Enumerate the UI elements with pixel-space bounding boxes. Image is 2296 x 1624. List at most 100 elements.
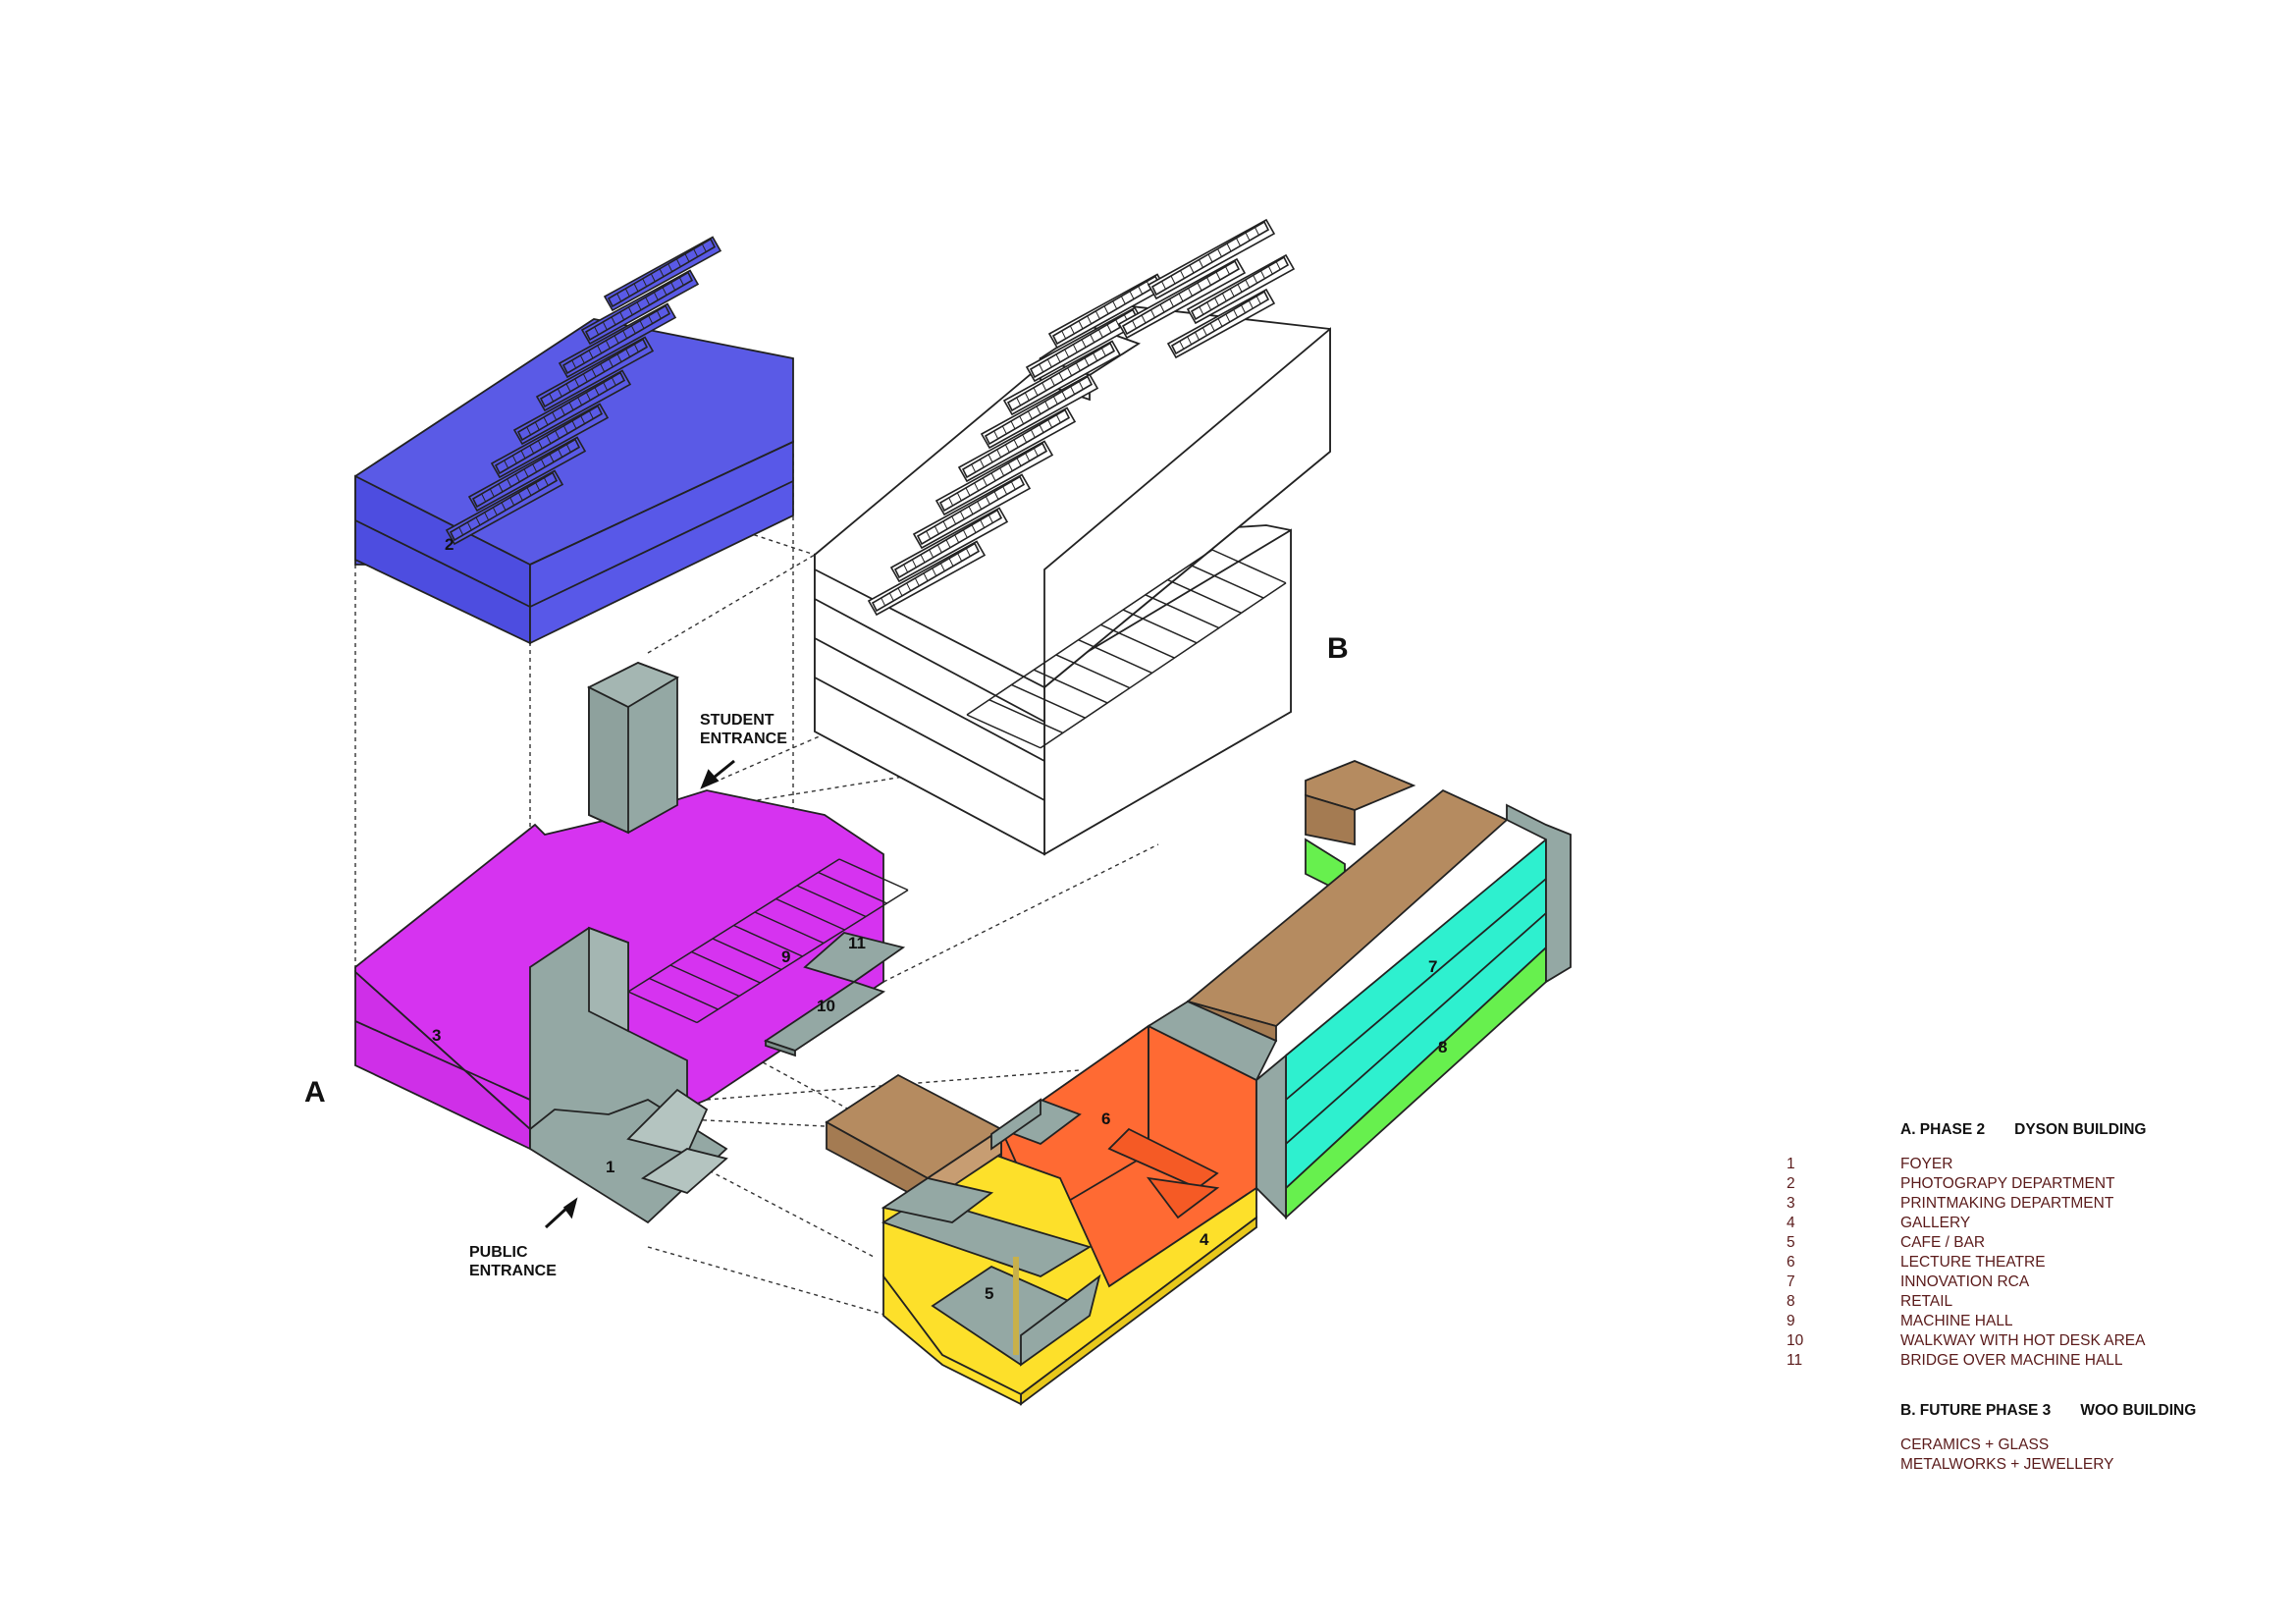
photography-skylight-mullion <box>511 455 517 464</box>
legend-item-number: 4 <box>1787 1215 1795 1231</box>
legend-item-label: RETAIL <box>1900 1293 1953 1310</box>
photography-skylight-mullion <box>701 244 707 252</box>
photography-skylight-mullion <box>577 397 583 406</box>
zone-3-label: 3 <box>432 1026 441 1045</box>
building-b-skylight-mullion <box>1067 367 1073 376</box>
photography-skylight-mullion <box>659 268 665 277</box>
legend-item-number: 11 <box>1787 1352 1803 1369</box>
theatre-grey-column <box>999 1000 1287 1220</box>
building-b-skylight-mullion <box>888 592 894 602</box>
building-b-skylight-mullion <box>1033 387 1039 397</box>
building-b-skylight-mullion <box>1237 284 1243 293</box>
machine-hall-stair-tread <box>775 897 845 931</box>
building-b-skylight-mullion <box>1275 261 1281 270</box>
building-b-skylight-mullion <box>1010 420 1016 430</box>
zone-10-label: 10 <box>817 997 835 1015</box>
building-b-skylight-mullion <box>1004 444 1010 454</box>
building-b-skylight-mullion <box>1214 298 1219 306</box>
photography-skylight-mullion <box>656 310 662 319</box>
building-b-skylight-mullion <box>1150 309 1155 318</box>
building-b-skylight-mullion <box>1075 362 1081 371</box>
innovation-spine <box>1506 803 1572 984</box>
photography-skylight-mullion <box>645 297 651 305</box>
building-b-stair-stringer <box>1040 582 1287 749</box>
building-b-skylight-mullion <box>1255 296 1261 304</box>
building-b-skylight-mullion <box>1217 318 1223 327</box>
building-b-skylight-mullion <box>1226 243 1232 252</box>
photography-skylight-mullion <box>670 282 676 291</box>
building-b-skylight-mullion <box>1225 313 1231 323</box>
photography-skylight-mullion <box>523 468 529 477</box>
legend-item-number: 3 <box>1787 1195 1795 1212</box>
legend-phase-a-name: DYSON BUILDING <box>2014 1121 2147 1138</box>
building-b-skylight-mullion <box>1095 310 1100 320</box>
building-b-skylight-mullion <box>1041 382 1047 392</box>
building-b-skylight-mullion <box>1055 414 1061 423</box>
building-b-skylight-mullion <box>932 568 937 576</box>
photography-skylight-mullion <box>514 473 520 483</box>
zone-2-label: 2 <box>445 535 454 554</box>
building-b-skylight-mullion <box>936 544 942 554</box>
machine-hall-stair-tread <box>649 977 719 1010</box>
building-b-skylight-mullion <box>1248 299 1254 309</box>
legend-item-label: PHOTOGRAPY DEPARTMENT <box>1900 1175 2115 1192</box>
photography-skylight-mullion <box>565 444 571 453</box>
photography-skylight-mullion <box>594 387 600 396</box>
photography-skylight-mullion <box>625 349 631 357</box>
building-b-skylight-mullion <box>1199 259 1203 268</box>
building-a-label: A <box>304 1076 326 1109</box>
building-b-skylight-mullion <box>1044 401 1050 409</box>
legend-item-label: GALLERY <box>1900 1215 1971 1231</box>
legend-item-number: 9 <box>1787 1313 1795 1329</box>
photography-skylight-mullion <box>622 330 628 339</box>
building-b-skylight-mullion <box>1159 303 1165 313</box>
building-b-skylight-mullion <box>971 463 977 473</box>
building-b-skylight-mullion <box>914 577 920 587</box>
building-b-skylight-mullion <box>1103 305 1109 314</box>
photography-skylight-mullion <box>588 350 594 359</box>
building-b-skylight-mullion <box>1036 406 1041 414</box>
building-b-skylight-mullion <box>980 519 986 528</box>
photography-skylight-mullion <box>594 326 600 336</box>
building-b-skylight-mullion <box>1055 353 1061 363</box>
legend-item-label: BRIDGE OVER MACHINE HALL <box>1900 1352 2123 1369</box>
building-b-skylight-mullion <box>1022 434 1028 443</box>
building-b-skylights <box>867 218 1296 617</box>
building-b-stair <box>966 549 1287 749</box>
building-b-skylight-mullion <box>1039 424 1044 433</box>
legend-phase-b-title: B. FUTURE PHASE 3 <box>1900 1402 2052 1419</box>
building-b-skylight-mullion <box>1170 275 1176 285</box>
bridge-11 <box>803 932 906 983</box>
zone-1-label: 1 <box>606 1158 614 1176</box>
photography-skylight-mullion <box>571 359 577 369</box>
building-b-skylight-mullion <box>939 563 945 571</box>
photography-skylight-mullion <box>605 340 611 350</box>
building-b-skylight-mullion <box>1064 349 1070 358</box>
building-b-skylight-mullion <box>1120 296 1126 304</box>
building-b-skylight-mullion <box>959 511 965 520</box>
zone-9-label: 9 <box>781 947 790 966</box>
photography-skylight-mullion <box>555 430 561 439</box>
photography-skylight-mullion <box>591 368 597 377</box>
building-b-skylight-mullion <box>1138 286 1144 295</box>
photography-skylight-mullion <box>537 440 543 450</box>
building-b-skylight-mullion <box>1206 277 1211 286</box>
photography-skylight-mullion <box>619 311 625 321</box>
building-b-skylight-mullion <box>1047 419 1053 428</box>
building-b-stair-tread <box>1078 638 1152 675</box>
entrance-arrows <box>544 759 735 1229</box>
photography-skylight-mullion <box>546 435 552 444</box>
building-b-skylight-mullion <box>979 459 985 468</box>
building-b-skylight-mullion <box>881 597 886 607</box>
zone-7-label: 7 <box>1428 957 1437 976</box>
photography-skylight-mullion <box>678 277 684 286</box>
machine-hall-stair-tread <box>691 950 761 984</box>
building-b-skylight-mullion <box>942 520 948 530</box>
photography-skylight-mullion <box>667 263 673 272</box>
